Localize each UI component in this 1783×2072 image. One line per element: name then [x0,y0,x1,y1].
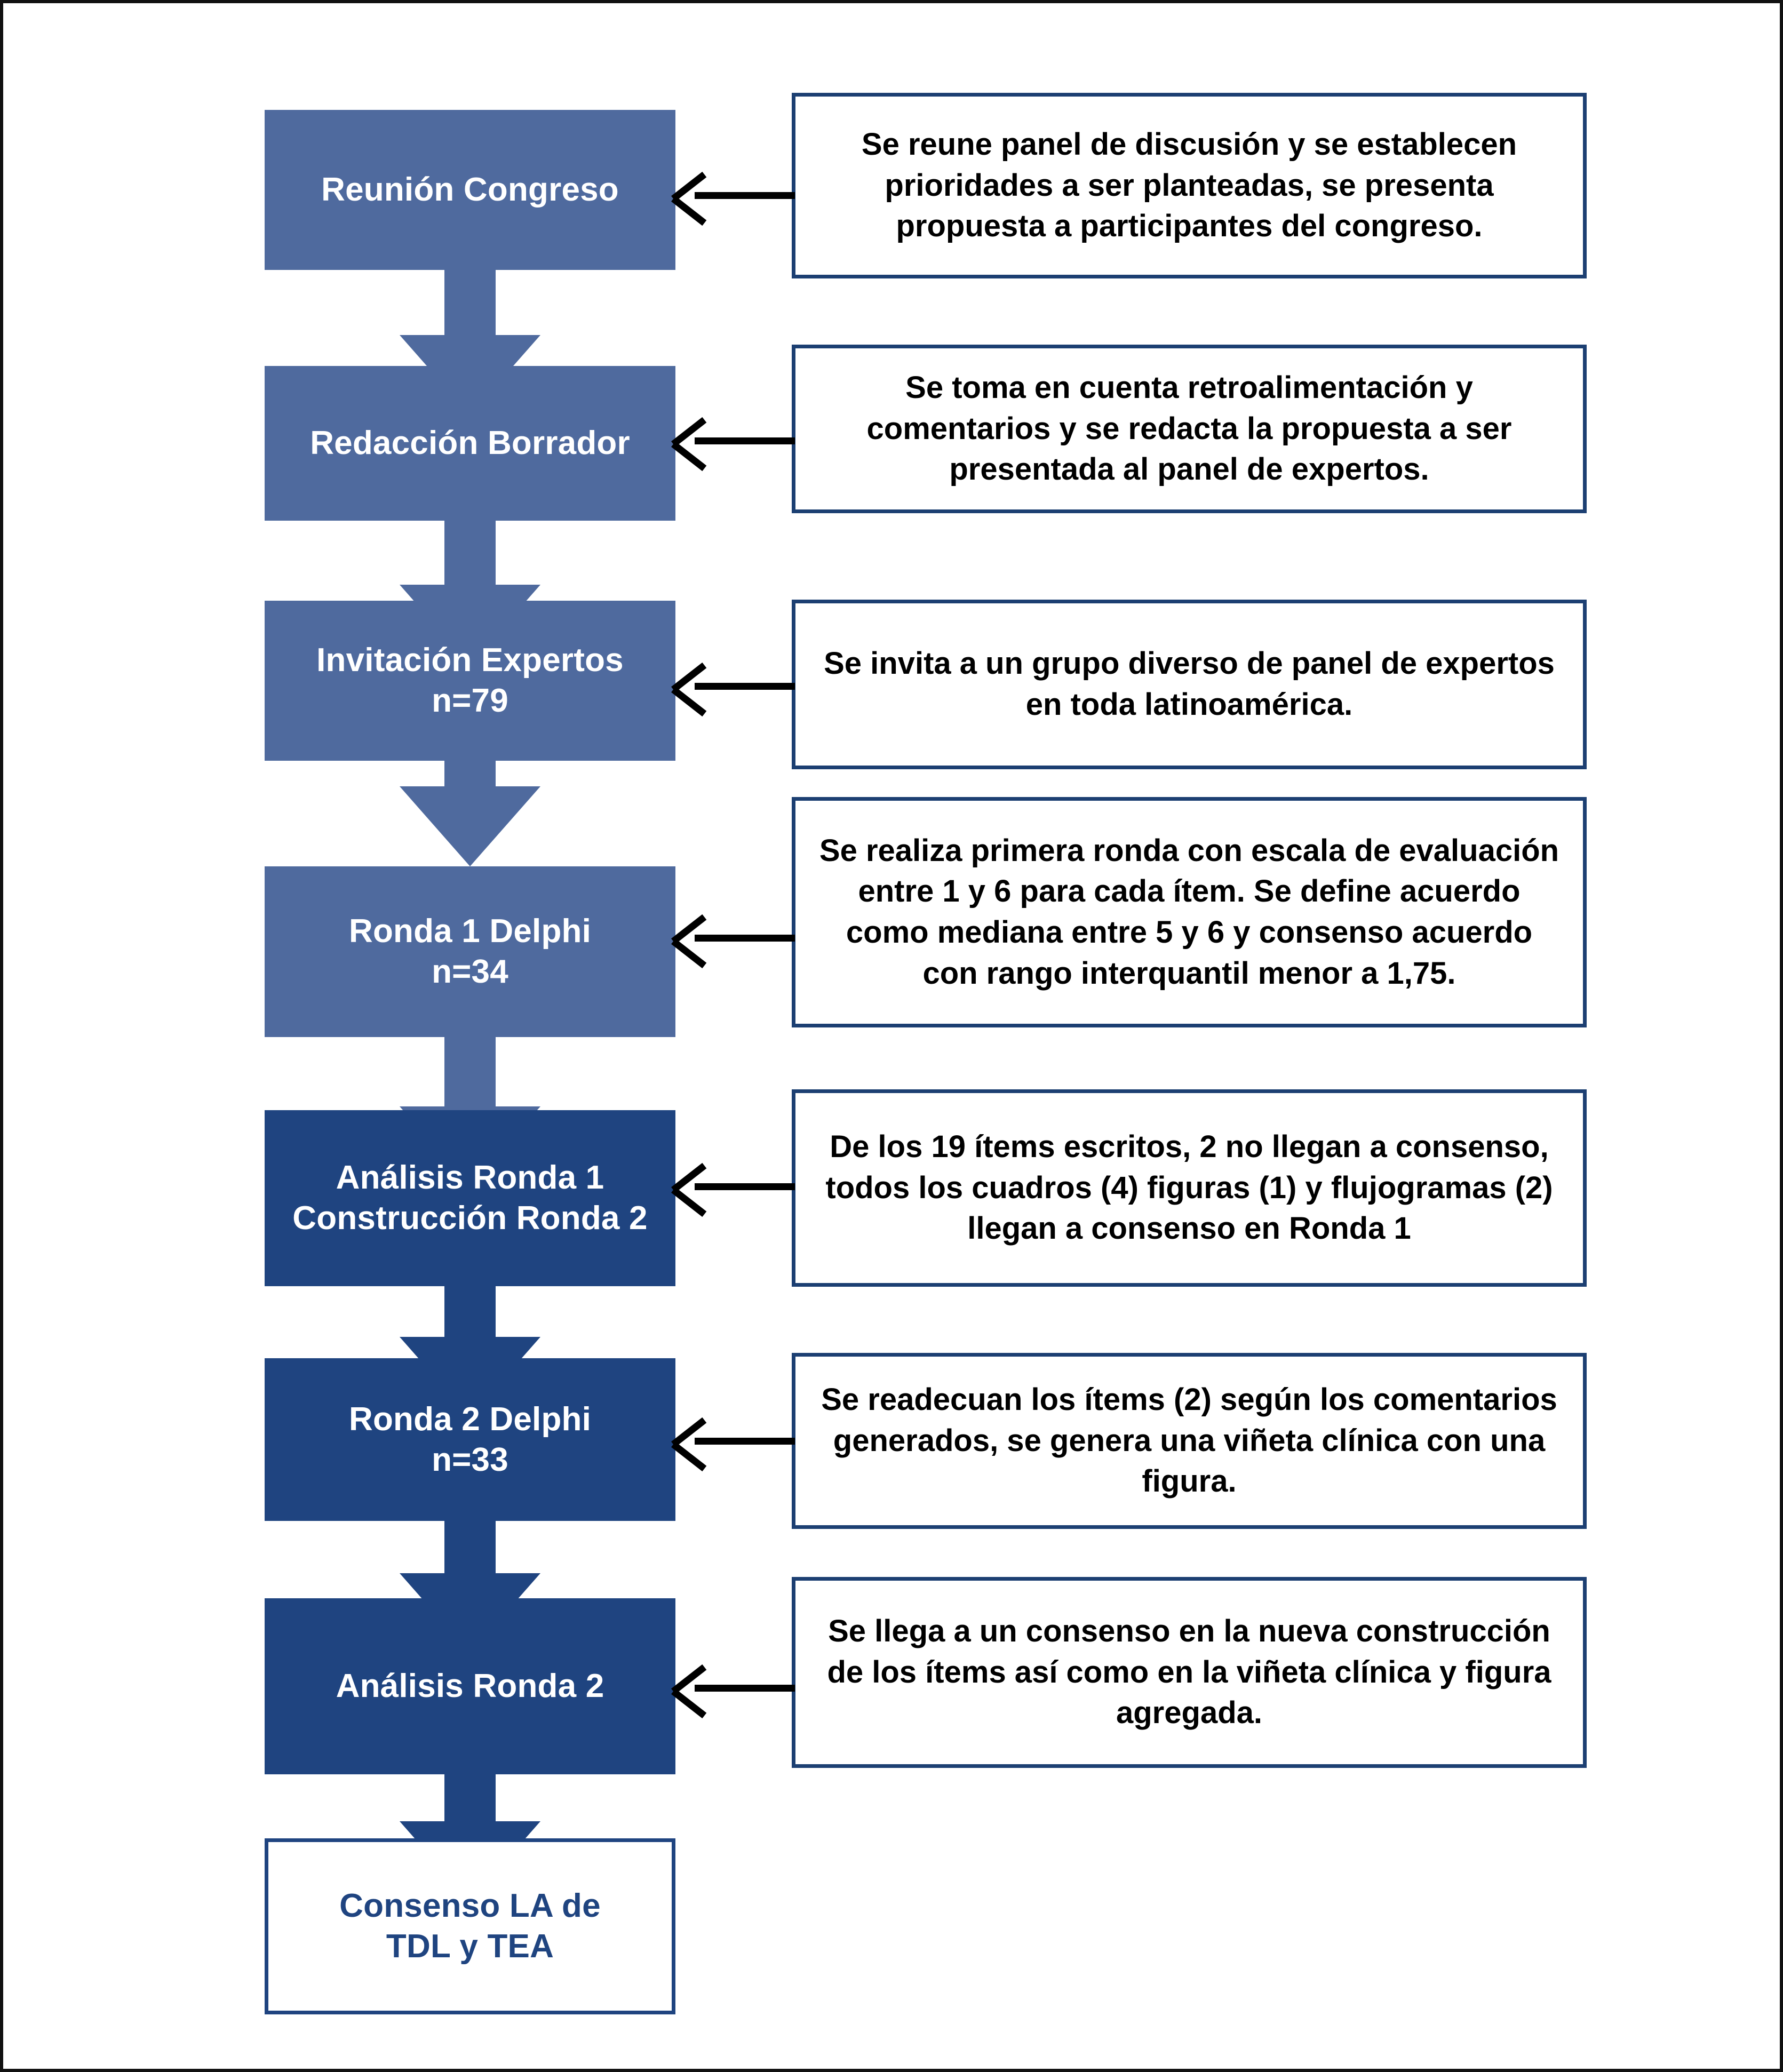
description-box-reunion-congreso: Se reune panel de discusión y se estable… [792,93,1587,278]
link-arrow-3 [673,670,795,702]
arrow-shaft [444,270,496,335]
stage-label: Análisis Ronda 1 Construcción Ronda 2 [292,1159,648,1237]
description-box-redaccion-borrador: Se toma en cuenta retroalimentación y co… [792,345,1587,513]
stage-box-reunion-congreso[interactable]: Reunión Congreso [265,110,675,270]
description-text: Se reune panel de discusión y se estable… [861,127,1517,244]
arrowhead-left-icon [673,1670,709,1706]
arrow-shaft [444,1037,496,1106]
result-box-consenso-la[interactable]: Consenso LA de TDL y TEA [265,1838,675,2014]
link-line [695,683,795,690]
arrowhead-left-icon [673,1169,709,1204]
arrow-shaft [444,521,496,585]
arrowhead-left-icon [673,1423,709,1459]
stage-label: Ronda 1 Delphi n=34 [348,913,592,990]
description-box-ronda-1-delphi: Se realiza primera ronda con escala de e… [792,797,1587,1027]
description-box-ronda-2-delphi: Se readecuan los ítems (2) según los com… [792,1353,1587,1529]
link-line [695,1183,795,1190]
stage-label: Redacción Borrador [310,425,630,462]
stage-box-invitacion-expertos[interactable]: Invitación Expertos n=79 [265,601,675,761]
link-arrow-4 [673,922,795,954]
link-arrow-1 [673,179,795,211]
arrowhead-left-icon [673,920,709,955]
stage-label: Ronda 2 Delphi n=33 [348,1400,592,1478]
stage-box-analisis-ronda-1[interactable]: Análisis Ronda 1 Construcción Ronda 2 [265,1110,675,1286]
description-text: Se realiza primera ronda con escala de e… [819,833,1559,991]
description-box-invitacion-expertos: Se invita a un grupo diverso de panel de… [792,600,1587,769]
link-arrow-6 [673,1425,795,1457]
link-line [695,1685,795,1692]
link-arrow-5 [673,1170,795,1202]
stage-box-redaccion-borrador[interactable]: Redacción Borrador [265,366,675,521]
link-line [695,935,795,942]
description-text: Se llega a un consenso en la nueva const… [827,1614,1551,1731]
stage-label: Análisis Ronda 2 [336,1668,604,1705]
arrowhead-left-icon [673,178,709,213]
link-line [695,192,795,199]
arrow-shaft [444,1521,496,1573]
stage-label: Invitación Expertos n=79 [316,642,624,719]
arrow-shaft [444,1774,496,1821]
arrowhead-left-icon [673,423,709,458]
link-arrow-7 [673,1672,795,1704]
description-text: De los 19 ítems escritos, 2 no llegan a … [825,1129,1553,1246]
stage-box-ronda-2-delphi[interactable]: Ronda 2 Delphi n=33 [265,1358,675,1521]
description-text: Se invita a un grupo diverso de panel de… [824,646,1555,722]
stage-box-analisis-ronda-2[interactable]: Análisis Ronda 2 [265,1598,675,1774]
description-text: Se readecuan los ítems (2) según los com… [821,1382,1557,1499]
result-label: Consenso LA de TDL y TEA [339,1887,601,1965]
flowchart-canvas: Reunión Congreso Se reune panel de discu… [3,3,1780,2069]
stage-label: Reunión Congreso [321,171,619,209]
arrowhead-left-icon [673,668,709,704]
link-line [695,437,795,444]
link-arrow-2 [673,425,795,457]
arrow-shaft [444,1286,496,1337]
description-box-analisis-ronda-1: De los 19 ítems escritos, 2 no llegan a … [792,1089,1587,1287]
arrow-head [400,786,540,866]
link-line [695,1438,795,1445]
stage-box-ronda-1-delphi[interactable]: Ronda 1 Delphi n=34 [265,866,675,1037]
description-box-analisis-ronda-2: Se llega a un consenso en la nueva const… [792,1577,1587,1768]
description-text: Se toma en cuenta retroalimentación y co… [866,370,1512,487]
connector-arrow-3 [393,761,547,866]
